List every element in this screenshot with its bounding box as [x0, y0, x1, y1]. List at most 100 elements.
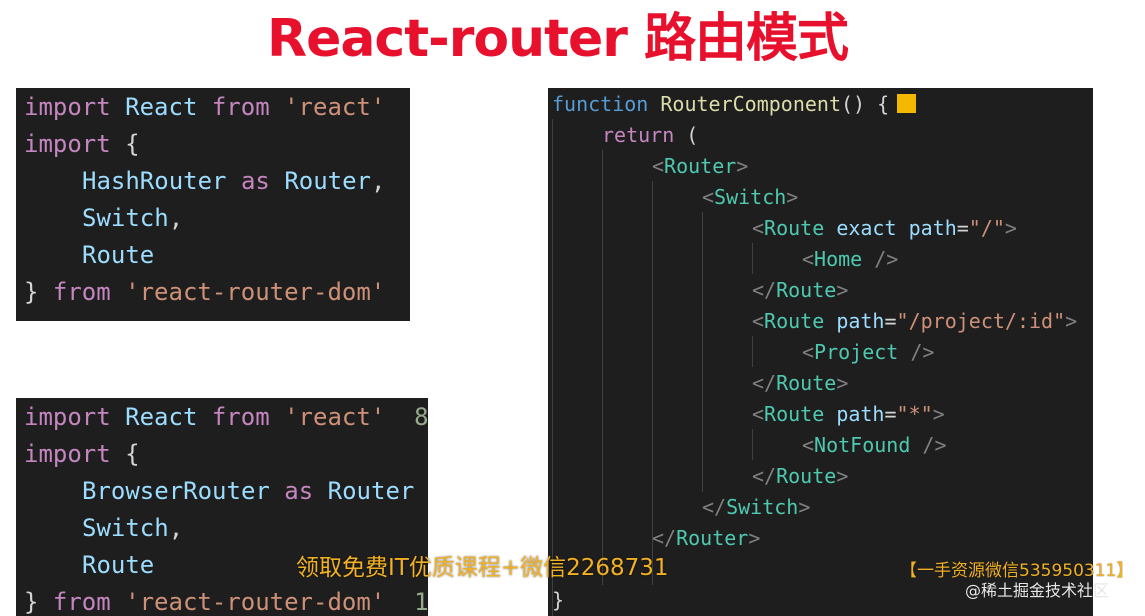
punctuation: =	[884, 402, 897, 426]
jsx-tag: Router	[664, 154, 737, 178]
code-line: Switch,	[82, 510, 183, 547]
code-line: <Route path="*">	[752, 399, 945, 430]
tag-bracket: >	[1004, 216, 1017, 240]
punctuation: ,	[168, 204, 184, 232]
tag-bracket: >	[836, 464, 849, 488]
jsx-tag: NotFound	[814, 433, 911, 457]
keyword: from	[52, 278, 111, 306]
tag-bracket: </	[702, 495, 727, 519]
code-line: <Route exact path="/">	[752, 213, 1017, 244]
identifier: React	[125, 403, 198, 431]
indent-guide	[602, 150, 603, 585]
punctuation: =	[956, 216, 969, 240]
code-line: </Router>	[652, 523, 760, 554]
tag-bracket: <	[802, 433, 815, 457]
code-line: function RouterComponent() {	[552, 89, 917, 120]
tag-bracket: >	[932, 402, 945, 426]
indent-guide	[702, 212, 703, 492]
tag-bracket: >	[786, 185, 799, 209]
string-literal: 'react-router-dom'	[125, 278, 386, 306]
jsx-tag: Switch	[714, 185, 787, 209]
tag-bracket: <	[652, 154, 665, 178]
keyword: function	[552, 92, 649, 116]
code-line: <NotFound />	[802, 430, 947, 461]
code-line: BrowserRouter as Router	[82, 473, 414, 510]
code-line: </Switch>	[702, 492, 810, 523]
slide-title: React-router 路由模式	[267, 9, 849, 69]
code-line: Switch,	[82, 200, 183, 237]
tag-bracket: <	[802, 247, 815, 271]
code-line: import {	[24, 436, 140, 473]
resource-watermark: 【一手资源微信535950311】	[900, 556, 1133, 581]
keyword: from	[211, 93, 270, 121]
keyword: from	[211, 403, 270, 431]
tag-bracket: </	[652, 526, 677, 550]
string-literal: "/"	[968, 216, 1005, 240]
jsx-tag: Router	[676, 526, 749, 550]
punctuation: }	[552, 588, 565, 612]
code-line: </Route>	[752, 461, 848, 492]
truncated-text: 1	[414, 588, 428, 616]
code-line: </Route>	[752, 275, 848, 306]
code-line: import React from 'react'	[24, 89, 385, 126]
code-line: } from 'react-router-dom' 1	[24, 584, 428, 616]
identifier: BrowserRouter	[82, 477, 270, 505]
code-line: <Home />	[802, 244, 898, 275]
jsx-attribute: path	[836, 402, 885, 426]
punctuation: ,	[371, 167, 386, 195]
punctuation: }	[24, 278, 39, 306]
jsx-tag: Route	[776, 278, 837, 302]
punctuation: () {	[841, 92, 890, 116]
code-line: import React from 'react' 8	[24, 399, 428, 436]
keyword: import	[24, 403, 111, 431]
truncated-text: 8	[414, 403, 428, 431]
punctuation: ,	[168, 514, 184, 542]
code-line: <Project />	[802, 337, 934, 368]
watermark-text: 一手资源微信535950311	[917, 561, 1117, 581]
keyword: as	[284, 477, 314, 505]
string-literal: 'react'	[284, 403, 386, 431]
code-line: <Router>	[652, 151, 748, 182]
code-line: } from 'react-router-dom'	[24, 274, 385, 311]
string-literal: 'react'	[284, 93, 386, 121]
tag-bracket: >	[798, 495, 811, 519]
browser-router-code-block: import React from 'react' 8 import { Bro…	[16, 398, 428, 616]
tag-bracket: />	[898, 340, 935, 364]
text-cursor	[897, 94, 917, 113]
identifier: Route	[82, 551, 155, 579]
jsx-tag: Route	[776, 371, 837, 395]
function-name: RouterComponent	[660, 92, 841, 116]
jsx-attribute: path	[836, 309, 885, 333]
jsx-tag: Route	[764, 402, 825, 426]
identifier: Switch	[82, 204, 169, 232]
string-literal: "*"	[896, 402, 933, 426]
indent-guide	[652, 181, 653, 585]
code-line: </Route>	[752, 368, 848, 399]
keyword: import	[24, 440, 111, 468]
keyword: return	[602, 123, 675, 147]
jsx-attribute: path	[908, 216, 957, 240]
jsx-tag: Route	[764, 309, 825, 333]
punctuation: (	[686, 123, 699, 147]
bracket: 】	[1116, 561, 1134, 581]
jsx-tag: Home	[814, 247, 863, 271]
keyword: as	[240, 167, 270, 195]
tag-bracket: />	[862, 247, 899, 271]
tag-bracket: <	[802, 340, 815, 364]
punctuation: =	[884, 309, 897, 333]
tag-bracket: <	[702, 185, 715, 209]
code-line: <Route path="/project/:id">	[752, 306, 1077, 337]
promo-overlay-text: 领取免费IT优质课程+微信2268731	[296, 555, 669, 581]
tag-bracket: >	[736, 154, 749, 178]
tag-bracket: <	[752, 402, 765, 426]
code-line: HashRouter as Router,	[82, 163, 385, 200]
code-line: Route	[82, 237, 154, 274]
identifier: HashRouter	[82, 167, 227, 195]
tag-bracket: </	[752, 464, 777, 488]
jsx-tag: Route	[776, 464, 837, 488]
tag-bracket: <	[752, 216, 765, 240]
jsx-attribute: exact	[836, 216, 897, 240]
bracket: 【	[900, 561, 917, 581]
router-component-code-block: function RouterComponent() { return ( <R…	[548, 88, 1093, 616]
punctuation: }	[24, 588, 39, 616]
